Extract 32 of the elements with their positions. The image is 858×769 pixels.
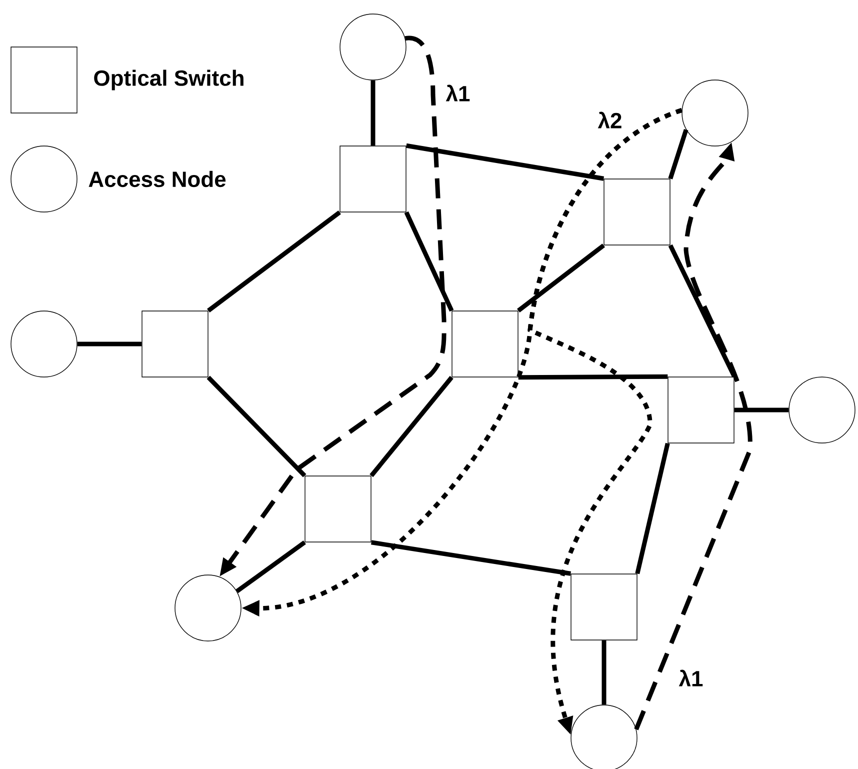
link-line	[370, 376, 454, 478]
node-circle	[788, 376, 856, 444]
edge-label: λ2	[596, 110, 624, 130]
switch-box	[570, 574, 638, 640]
node-circle	[10, 310, 78, 378]
link-line	[207, 210, 341, 312]
link-line	[404, 211, 454, 312]
edge-label: λ1	[678, 668, 704, 688]
switch-box	[142, 310, 208, 378]
node-circle	[340, 14, 406, 80]
switch-box	[452, 310, 518, 378]
legend-label: Optical Switch	[94, 70, 244, 90]
link-line	[734, 408, 789, 412]
node-circle	[682, 80, 748, 146]
link-line	[635, 442, 670, 574]
link-line	[370, 80, 376, 146]
link-line	[371, 540, 571, 576]
link-line	[406, 143, 604, 181]
link-line	[77, 342, 142, 346]
link-line	[236, 540, 306, 594]
switch-box	[304, 476, 372, 542]
link-line	[602, 640, 606, 705]
link-line	[206, 376, 306, 478]
edge-label: λ1	[444, 84, 472, 102]
switch-box	[668, 376, 734, 444]
link-line	[517, 244, 606, 312]
switch-box	[340, 146, 406, 212]
switch-box	[604, 178, 670, 246]
node-circle	[174, 574, 242, 642]
link-line	[668, 129, 688, 180]
legend-label: Access Node	[88, 170, 226, 188]
link-line	[518, 374, 668, 380]
